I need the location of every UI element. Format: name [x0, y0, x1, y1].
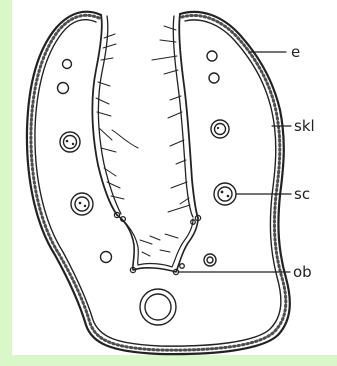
inner-wall — [35, 20, 281, 346]
label-e: e — [291, 43, 300, 61]
label-skl: skl — [294, 117, 315, 135]
sclerocyte-nuclei — [66, 127, 230, 207]
atrium-wall-right — [179, 14, 198, 218]
small-canals — [58, 51, 220, 266]
spicule-hairs — [96, 26, 190, 256]
label-ob: ob — [293, 263, 312, 281]
sclerocytes — [60, 120, 236, 325]
label-sc: sc — [294, 185, 310, 203]
atrium-wall-right-inner — [173, 16, 193, 217]
outer-wall — [27, 12, 290, 354]
skeleton-layer-band — [31, 15, 286, 350]
atrium-base-inner — [121, 218, 193, 267]
